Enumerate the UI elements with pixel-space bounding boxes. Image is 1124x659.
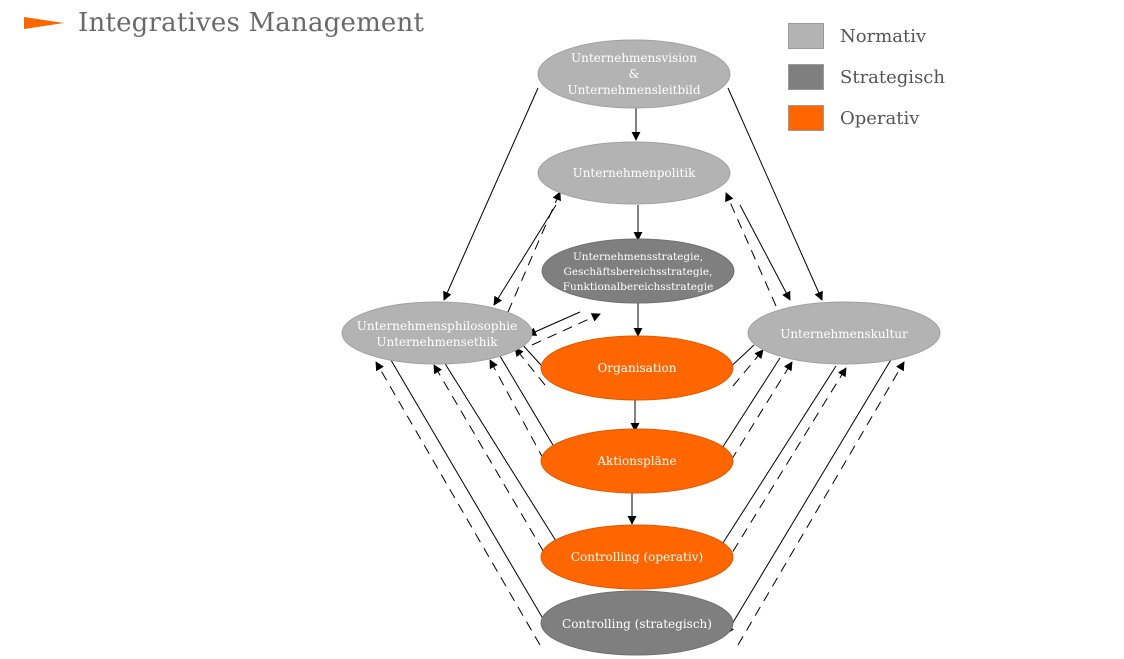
- node-label: Unternehmensethik: [376, 335, 498, 349]
- orange-arrow-icon: [24, 17, 64, 29]
- node-label: Controlling (operativ): [571, 550, 703, 564]
- node-label: Unternehmenskultur: [780, 327, 908, 341]
- arrow-kultur-controlling-op: [713, 365, 837, 558]
- arrow-vision-philosophie: [443, 87, 539, 301]
- legend-label: Operativ: [840, 107, 920, 129]
- node-strategie: Unternehmensstrategie, Geschäftsbereichs…: [541, 238, 735, 304]
- arrow-controlling-op-philosophie-dashed: [433, 364, 553, 567]
- node-label: Controlling (strategisch): [562, 617, 712, 631]
- arrow-organisation-philosophie-dashed: [514, 347, 546, 386]
- arrow-organisation-kultur-dashed: [732, 349, 764, 387]
- legend: Normativ Strategisch Operativ: [788, 22, 945, 145]
- node-label: Aktionspläne: [596, 454, 676, 468]
- arrow-politik-philosophie: [493, 204, 557, 306]
- node-controlling-strategisch: Controlling (strategisch): [540, 590, 734, 656]
- arrow-philosophie-strategie-dashed: [531, 313, 601, 346]
- node-controlling-operativ: Controlling (operativ): [540, 524, 734, 590]
- node-organisation: Organisation: [540, 335, 734, 401]
- node-kultur: Unternehmenskultur: [747, 301, 941, 365]
- node-label: Funktionalbereichsstrategie: [563, 281, 714, 293]
- arrow-vision-kultur: [727, 87, 823, 301]
- legend-item-operativ: Operativ: [788, 104, 945, 132]
- node-label: &: [629, 67, 640, 81]
- node-label: Unternehmenpolitik: [573, 166, 697, 180]
- node-label: Unternehmensleitbild: [567, 83, 700, 97]
- arrow-controlling-op-kultur-dashed: [723, 367, 847, 567]
- node-label: Unternehmensstrategie,: [573, 251, 703, 263]
- node-aktion: Aktionspläne: [540, 428, 734, 494]
- node-philosophie: Unternehmensphilosophie Unternehmensethi…: [341, 301, 533, 365]
- arrow-kultur-politik-dashed: [725, 192, 777, 307]
- arrow-philosophie-controlling-st: [387, 354, 553, 635]
- header: Integratives Management: [24, 8, 424, 38]
- arrow-controlling-st-kultur-dashed: [737, 361, 905, 646]
- arrow-strategie-philosophie: [527, 311, 581, 336]
- legend-swatch-strategisch: [788, 64, 824, 90]
- legend-swatch-operativ: [788, 105, 824, 131]
- arrow-philosophie-controlling-op: [443, 361, 567, 558]
- legend-label: Normativ: [840, 25, 927, 47]
- arrow-philosophie-politik-dashed: [507, 191, 561, 313]
- arrow-kultur-controlling-st: [725, 357, 893, 635]
- legend-item-normativ: Normativ: [788, 22, 945, 50]
- legend-swatch-normativ: [788, 23, 824, 49]
- legend-label: Strategisch: [840, 66, 945, 88]
- node-label: Unternehmensphilosophie: [357, 319, 517, 333]
- node-label: Organisation: [598, 361, 677, 375]
- node-vision: Unternehmensvision & Unternehmensleitbil…: [537, 39, 731, 109]
- arrow-aktion-kultur-dashed: [721, 361, 793, 476]
- arrow-politik-kultur: [739, 204, 791, 301]
- node-label: Unternehmensvision: [571, 51, 697, 65]
- node-politik: Unternehmenpolitik: [537, 141, 731, 205]
- arrow-controlling-st-philosophie-dashed: [375, 361, 541, 646]
- legend-item-strategisch: Strategisch: [788, 63, 945, 91]
- node-label: Geschäftsbereichsstrategie,: [564, 266, 713, 278]
- page-title: Integratives Management: [78, 8, 425, 38]
